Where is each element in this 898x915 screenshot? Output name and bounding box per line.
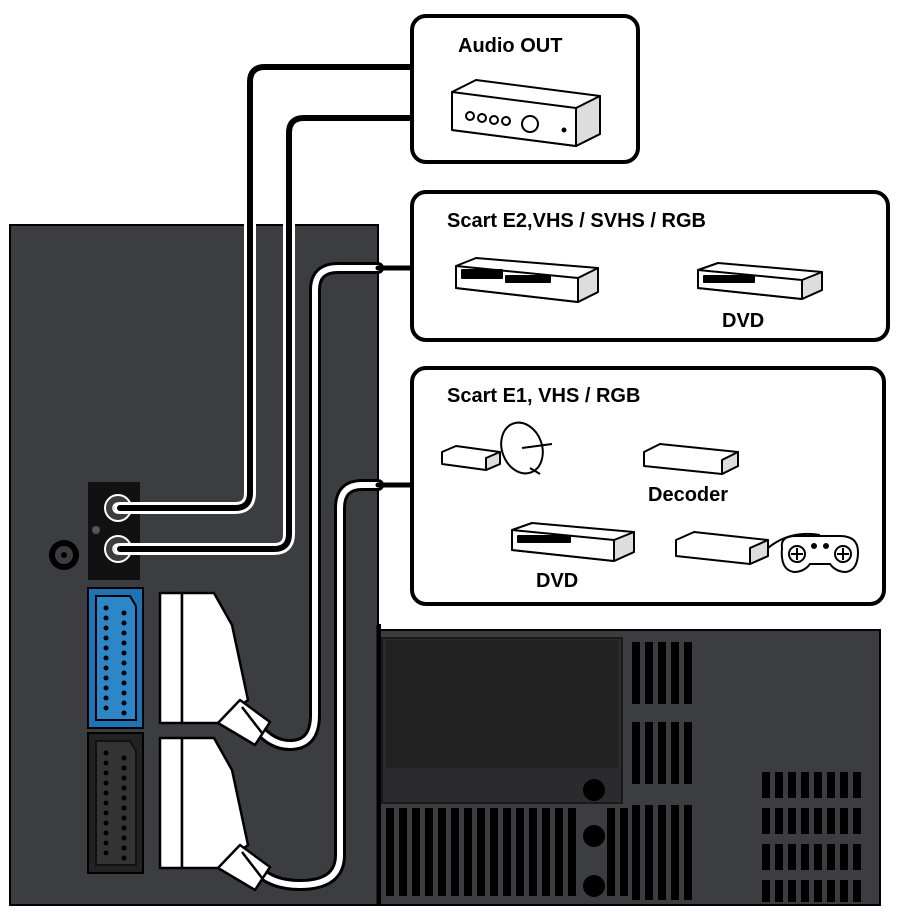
scart-e1-title: Scart E1, VHS / RGB (447, 385, 640, 407)
screw-holes (583, 779, 605, 897)
scart-e2-title: Scart E2,VHS / SVHS / RGB (447, 210, 706, 232)
scart-socket-e1[interactable] (87, 587, 144, 729)
scart-cable-e1 (252, 262, 415, 751)
vent-grille (386, 642, 861, 902)
satellite-receiver-icon (441, 445, 501, 471)
scart-cable-e2 (252, 479, 415, 891)
vcr-icon (455, 257, 599, 303)
audio-out-box: Audio OUT (410, 14, 640, 164)
antenna-socket-icon (49, 540, 79, 570)
dvd-player-icon (511, 522, 635, 562)
game-console-icon (675, 531, 821, 565)
scart-plug-icon (158, 736, 272, 892)
audio-cable-right (114, 112, 418, 555)
decoder-label: Decoder (648, 484, 728, 506)
scart-e1-dvd-label: DVD (536, 570, 578, 592)
amplifier-icon (451, 79, 601, 147)
scart-plug-icon (158, 591, 272, 747)
decoder-icon (643, 443, 739, 475)
audio-cable-left (114, 61, 418, 514)
scart-socket-e2[interactable] (87, 732, 144, 874)
gamepad-icon (780, 535, 860, 574)
scart-e1-box: Scart E1, VHS / RGB Decoder DVD (410, 366, 886, 606)
scart-e2-dvd-label: DVD (722, 310, 764, 332)
scart-e2-box: Scart E2,VHS / SVHS / RGB DVD (410, 190, 890, 342)
dvd-player-icon (697, 262, 823, 300)
audio-out-title: Audio OUT (458, 35, 562, 57)
satellite-dish-icon (500, 421, 553, 475)
